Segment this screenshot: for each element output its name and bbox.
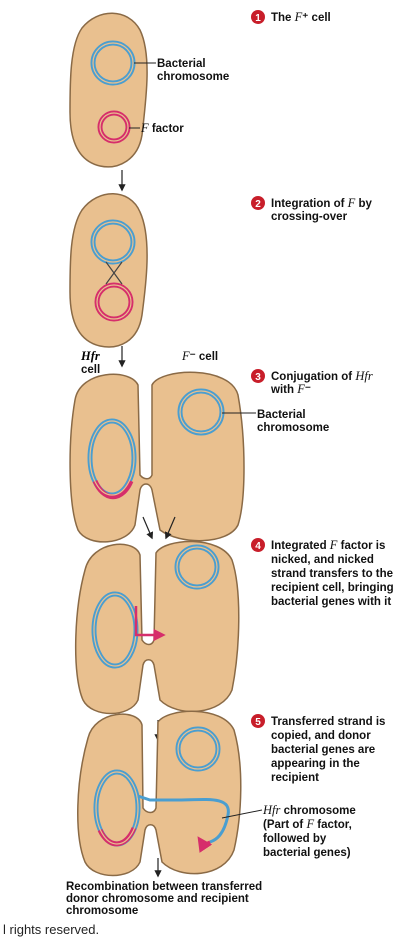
step-3: 3 Conjugation of Hfr with F⁻ <box>251 369 373 396</box>
svg-text:cell: cell <box>81 364 100 376</box>
step-3-text: Conjugation of Hfr <box>271 369 373 383</box>
bacterial-chromosome-label-3: Bacterial <box>257 409 306 421</box>
hfr-cell-label: Hfr <box>80 349 100 363</box>
recombination-label: Recombination between transferred <box>66 881 262 893</box>
step-4: 4 Integrated F factor is nicked, and nic… <box>251 538 394 608</box>
svg-text:followed by: followed by <box>263 833 327 845</box>
conjugation-cells <box>70 372 244 542</box>
svg-text:3: 3 <box>255 372 261 383</box>
f-plus-cell <box>70 13 147 167</box>
svg-text:bacterial genes are: bacterial genes are <box>271 744 375 756</box>
svg-text:bacterial genes): bacterial genes) <box>263 847 351 859</box>
svg-text:crossing-over: crossing-over <box>271 211 348 223</box>
f-minus-cell-label: F⁻ cell <box>181 349 218 363</box>
step-5-text: Transferred strand is <box>271 716 385 728</box>
step-5: 5 Transferred strand is copied, and dono… <box>251 714 385 784</box>
step-1-text: The F⁺ cell <box>271 10 331 24</box>
svg-text:bacterial genes with it: bacterial genes with it <box>271 596 391 608</box>
footer-rights: l rights reserved. <box>3 922 99 937</box>
svg-text:5: 5 <box>255 717 261 728</box>
svg-text:nicked, and nicked: nicked, and nicked <box>271 554 374 566</box>
step-2: 2 Integration of F by crossing-over <box>251 196 373 223</box>
svg-text:donor chromosome and recipient: donor chromosome and recipient <box>66 893 249 905</box>
svg-text:strand transfers to the: strand transfers to the <box>271 568 393 580</box>
svg-text:chromosome: chromosome <box>66 905 138 917</box>
svg-text:chromosome: chromosome <box>257 422 329 434</box>
f-factor-label: F factor <box>140 121 184 135</box>
arrow-3-4-left <box>143 517 152 538</box>
bacterial-chromosome-label-1: Bacterial <box>157 58 206 70</box>
svg-text:chromosome: chromosome <box>157 71 229 83</box>
integration-cell <box>70 194 147 347</box>
step-2-text: Integration of F by <box>271 196 373 210</box>
svg-text:recipient cell, bringing: recipient cell, bringing <box>271 582 394 594</box>
svg-text:(Part of F factor,: (Part of F factor, <box>263 817 352 831</box>
step-1: 1 The F⁺ cell <box>251 10 331 24</box>
copy-cells <box>78 711 241 875</box>
hfr-chromosome-label: Hfr chromosome <box>262 803 356 817</box>
transfer-cells <box>76 541 239 713</box>
svg-text:2: 2 <box>255 199 261 210</box>
svg-text:appearing in the: appearing in the <box>271 758 360 770</box>
svg-text:1: 1 <box>255 13 261 24</box>
svg-text:with F⁻: with F⁻ <box>270 382 311 396</box>
svg-text:copied, and donor: copied, and donor <box>271 730 371 742</box>
step-4-text: Integrated F factor is <box>271 538 385 552</box>
svg-text:recipient: recipient <box>271 772 319 784</box>
svg-text:4: 4 <box>255 541 261 552</box>
